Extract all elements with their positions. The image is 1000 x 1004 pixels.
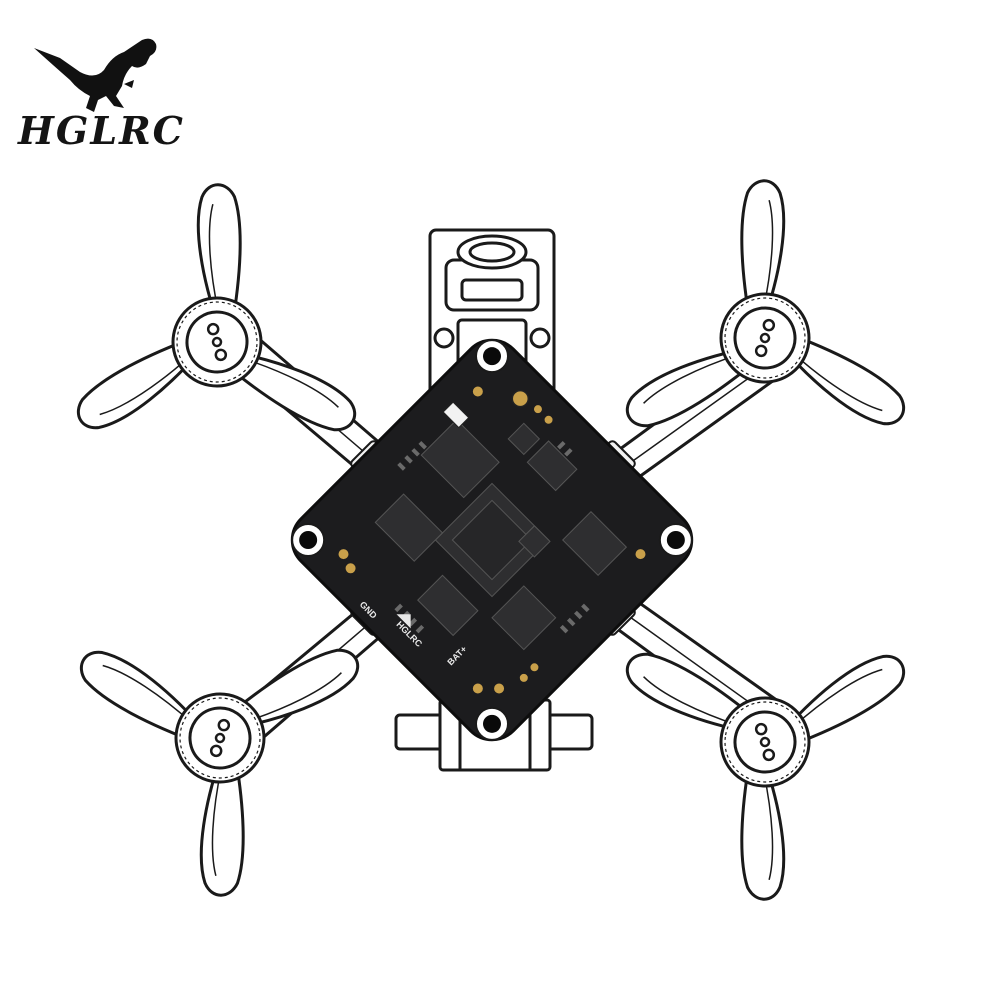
- pcb-small-parts: [394, 441, 590, 634]
- pcb-chips: [374, 419, 628, 651]
- antenna-connector: [511, 389, 530, 408]
- pcb-gold-pads: [338, 386, 646, 694]
- mounting-holes: [291, 339, 693, 741]
- propeller-rear-right: [586, 604, 923, 919]
- onboard-connector: [442, 401, 470, 429]
- flight-controller-board: GND BAT+ HGLRC: [290, 338, 694, 742]
- dinosaur-icon: [34, 38, 157, 112]
- propeller-front-right: [586, 161, 923, 476]
- brand-logo-text: HGLRC: [18, 108, 185, 153]
